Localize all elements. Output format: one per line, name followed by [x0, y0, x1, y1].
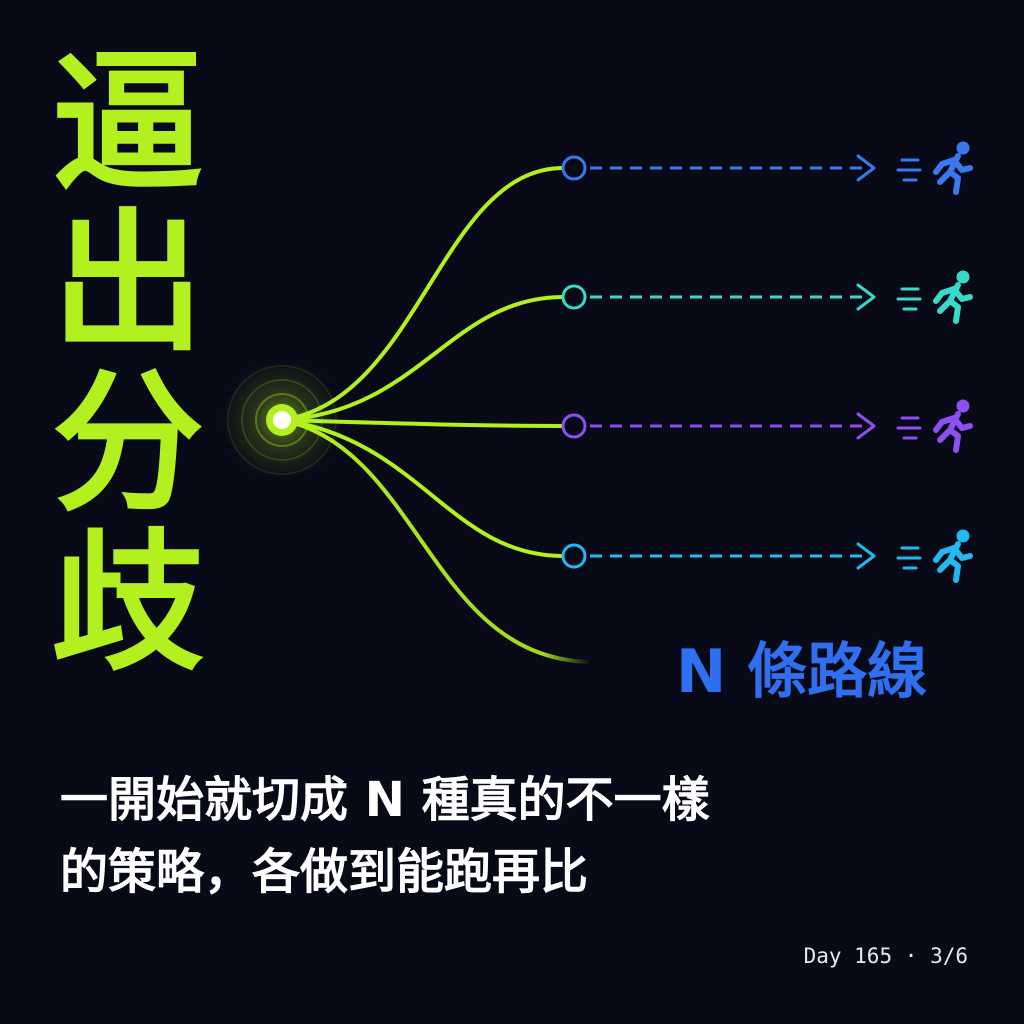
title-vertical: 逼 出 分 歧 [38, 44, 218, 684]
title-char-1: 逼 [52, 35, 204, 212]
route-3 [561, 400, 970, 450]
caption-line-1: 一開始就切成 N 種真的不一樣 [60, 772, 710, 828]
day-label: Day 165 [803, 944, 893, 968]
caption: 一開始就切成 N 種真的不一樣 的策略，各做到能跑再比 [60, 764, 960, 908]
speed-lines-icon [896, 287, 922, 311]
runner-icon [936, 400, 970, 450]
arrow-right-icon [856, 542, 876, 570]
branch-curve-1 [280, 166, 564, 422]
title-char-3: 分 [52, 355, 204, 532]
footer: Day 165 · 3/6 [804, 942, 968, 970]
branch-curve-2 [280, 295, 564, 422]
runner-icon [936, 271, 970, 321]
branch-curve-4 [280, 418, 564, 558]
title-char-2: 出 [52, 195, 204, 372]
arrow-right-icon [856, 412, 876, 440]
branches [280, 166, 564, 558]
page-indicator: 3/6 [930, 944, 968, 968]
runner-icon [936, 530, 970, 580]
title-char-4: 歧 [52, 515, 204, 692]
caption-line-2: 的策略，各做到能跑再比 [60, 844, 589, 900]
route-1 [561, 142, 970, 192]
footer-separator: · [904, 944, 931, 968]
route-4 [561, 530, 970, 580]
branch-curve-3 [280, 418, 564, 428]
speed-lines-icon [896, 158, 922, 182]
route-2 [561, 271, 970, 321]
routes-label: N 條路線 [676, 637, 928, 707]
arrow-right-icon [856, 283, 876, 311]
speed-lines-icon [896, 546, 922, 570]
arrow-right-icon [856, 154, 876, 182]
route-node [561, 413, 587, 439]
runner-icon [936, 142, 970, 192]
speed-lines-icon [896, 416, 922, 440]
route-node [561, 284, 587, 310]
origin-core-center [273, 411, 291, 429]
route-node [561, 155, 587, 181]
branch-curve-5-fading [280, 418, 592, 664]
route-node [561, 543, 587, 569]
